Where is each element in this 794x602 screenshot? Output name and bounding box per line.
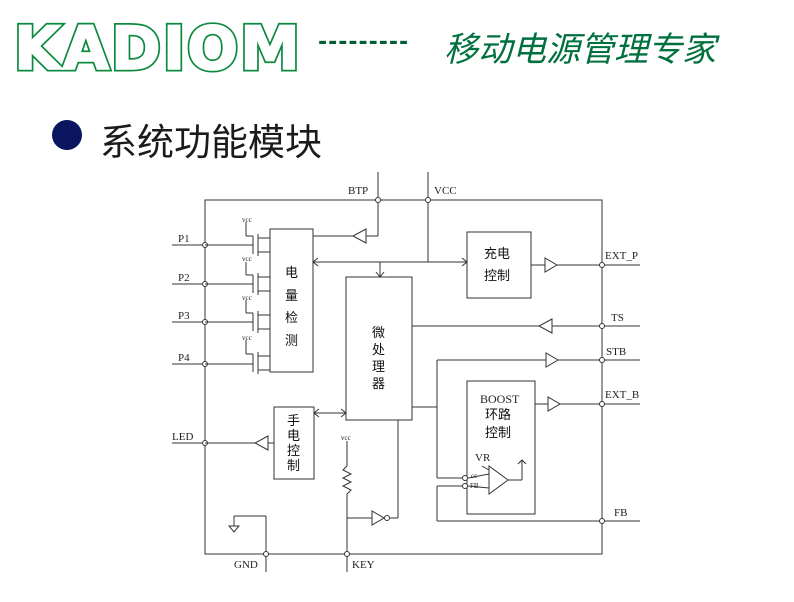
header-slogan: 移动电源管理专家 <box>444 30 716 70</box>
pin-ext-p-label: EXT_P <box>605 250 638 262</box>
vcc-small-label-2: vcc <box>242 255 252 263</box>
stb-buffer-icon <box>545 352 559 368</box>
power-detect-char-4: 测 <box>285 334 298 349</box>
header-dash-line: --------- <box>318 30 410 55</box>
btp-buffer-icon <box>351 228 367 244</box>
vcc-small-label-1: vcc <box>242 216 252 224</box>
mcu-char-2: 处 <box>372 343 385 358</box>
pin-ts-label: TS <box>611 312 624 324</box>
opamp-icon <box>488 465 509 495</box>
ext-b-buffer-icon <box>547 396 561 412</box>
vcc-small-label-3: vcc <box>242 294 252 302</box>
cc-label: cc <box>471 472 477 480</box>
kadiom-logo: KADIOM KADIOM <box>8 14 308 80</box>
vcc-small-label-4: vcc <box>242 334 252 342</box>
flashlight-char-4: 制 <box>287 459 300 474</box>
resistor-icon <box>341 465 353 495</box>
pin-led-label: LED <box>172 431 193 443</box>
mcu-char-1: 微 <box>372 326 385 341</box>
pin-gnd-label: GND <box>234 559 258 571</box>
mcu-block <box>345 276 413 421</box>
flashlight-char-2: 电 <box>287 429 300 444</box>
logo-inner-stroke: KADIOM <box>14 14 302 80</box>
charge-ctrl-line-1: 充电 <box>484 246 510 262</box>
power-detect-char-1: 电 <box>285 266 298 281</box>
section-title: 系统功能模块 <box>100 121 322 164</box>
boost-line-2: 环路 <box>485 407 511 423</box>
boost-line-1: BOOST <box>480 392 520 406</box>
boost-ctrl-block <box>466 380 536 515</box>
fb-small-label: FB <box>470 482 479 490</box>
mcu-char-3: 理 <box>372 360 385 375</box>
boost-line-3: 控制 <box>485 426 511 441</box>
ground-icon <box>227 525 241 533</box>
flashlight-char-3: 控 <box>287 444 300 459</box>
pin-p4-label: P4 <box>178 352 190 364</box>
pin-vcc-label: VCC <box>434 185 457 197</box>
charge-ctrl-line-2: 控制 <box>484 269 510 284</box>
chip-outline <box>204 199 603 555</box>
pin-p1-label: P1 <box>178 233 190 245</box>
pin-fb-label: FB <box>614 507 627 519</box>
pin-p2-label: P2 <box>178 272 190 284</box>
key-buffer-icon <box>371 510 385 526</box>
power-detect-char-3: 检 <box>285 311 298 326</box>
vr-label: VR <box>475 452 491 464</box>
pin-btp-label: BTP <box>348 185 368 197</box>
flashlight-char-1: 手 <box>287 414 300 429</box>
mcu-char-4: 器 <box>372 377 385 392</box>
pin-stb-label: STB <box>606 346 626 358</box>
pin-p3-label: P3 <box>178 310 190 322</box>
led-buffer-icon <box>253 435 269 451</box>
charge-ctrl-block <box>466 231 532 299</box>
p-pin-group <box>172 222 270 374</box>
ext-p-buffer-icon <box>544 257 558 273</box>
power-detect-block <box>269 228 314 373</box>
power-detect-char-2: 量 <box>285 289 298 304</box>
pin-key-label: KEY <box>352 559 375 571</box>
vcc-small-label-5: vcc <box>341 434 351 442</box>
ts-buffer-icon <box>537 318 553 334</box>
pin-ext-b-label: EXT_B <box>605 389 639 401</box>
bullet-dot-icon <box>52 120 82 150</box>
logo-text: KADIOM <box>14 14 302 80</box>
